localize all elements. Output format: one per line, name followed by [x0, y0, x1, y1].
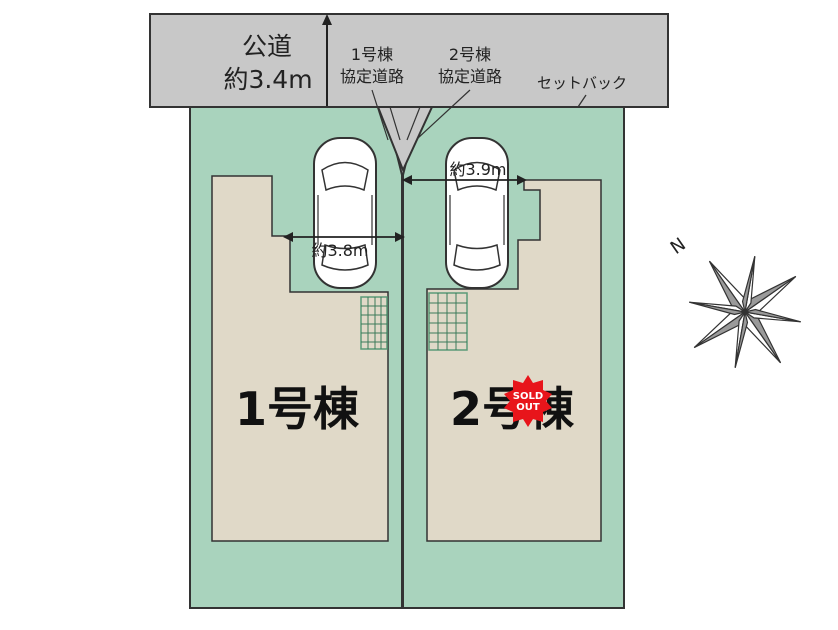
lot-1-entrance-steps	[360, 296, 388, 350]
agreement-road-1-line1: 1号棟	[351, 45, 393, 64]
agreement-road-1-line2: 協定道路	[340, 67, 404, 86]
setback-label: セットバック	[537, 74, 627, 92]
lot-1-house	[211, 175, 389, 542]
agreement-road-2-line1: 2号棟	[449, 45, 491, 64]
lot-1-parking-width: 約3.8m	[311, 241, 368, 260]
lot-2-entrance-steps	[428, 292, 468, 351]
agreement-road-wedge	[371, 89, 471, 173]
car-1	[313, 137, 377, 289]
sold-out-line1: SOLD	[513, 391, 543, 402]
lot-2-parking-dimension: 約3.9m	[402, 160, 527, 185]
car-2	[445, 137, 509, 289]
sold-out-burst	[504, 375, 552, 427]
compass-north-label: N	[667, 234, 690, 259]
sold-out-badge: SOLD OUT	[504, 375, 552, 427]
lot-2-house	[426, 179, 602, 542]
road-width-label: 約3.4m	[223, 65, 312, 94]
lot-1-parking-dimension: 約3.8m	[283, 232, 405, 260]
lot-1: 1号棟	[189, 106, 403, 609]
agreement-road-2-line2: 協定道路	[438, 67, 502, 86]
compass-rose	[689, 256, 801, 368]
sold-out-line2: OUT	[516, 402, 540, 413]
lot-2: 2号棟 SOLD OUT	[402, 106, 625, 609]
lot-1-label: 1号棟	[235, 382, 360, 436]
lot-2-parking-width: 約3.9m	[449, 160, 506, 179]
public-road: 公道 約3.4m 1号棟 協定道路 2号棟 協定道路 セットバック	[149, 13, 669, 121]
compass-icon	[689, 256, 801, 368]
road-label: 公道	[242, 32, 292, 61]
